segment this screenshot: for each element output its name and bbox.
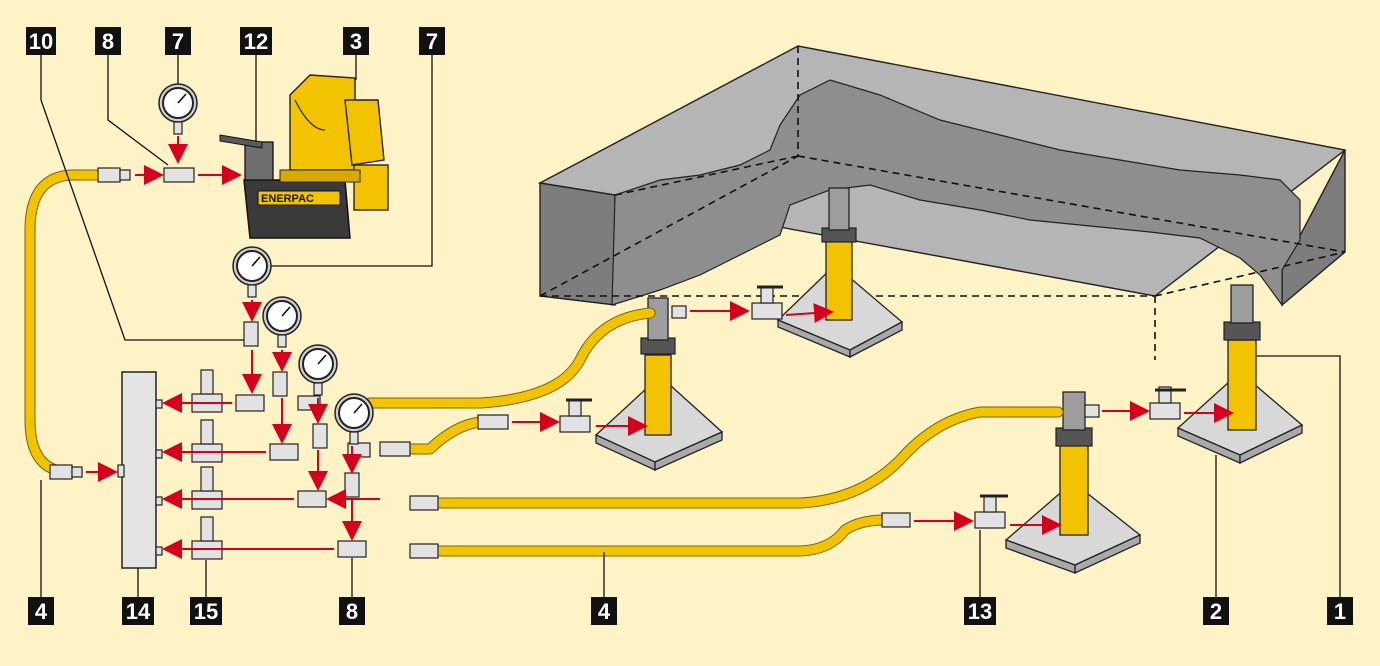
callout-bottom-3: 15 bbox=[190, 597, 222, 625]
callout-label: 4 bbox=[35, 599, 48, 624]
hose-icon bbox=[432, 514, 891, 557]
load-structure bbox=[537, 45, 1347, 360]
callout-top-2: 8 bbox=[95, 27, 121, 55]
callout-label: 13 bbox=[968, 599, 992, 624]
callout-label: 14 bbox=[126, 599, 151, 624]
pressure-gauge-icon bbox=[232, 246, 272, 298]
callout-top-4: 12 bbox=[240, 27, 272, 55]
brand-label: ENERPAC bbox=[261, 193, 314, 205]
cylinder-icon bbox=[1176, 284, 1304, 465]
callout-bottom-8: 1 bbox=[1327, 597, 1353, 625]
hose-icon bbox=[406, 416, 486, 455]
needle-valve-icon bbox=[191, 369, 223, 560]
callout-label: 7 bbox=[172, 29, 184, 54]
pressure-gauge-icon bbox=[158, 83, 198, 135]
pump-icon: ENERPAC bbox=[219, 74, 389, 239]
callout-top-6: 7 bbox=[419, 27, 445, 55]
hose-fitting bbox=[49, 167, 1100, 559]
manifold-icon bbox=[117, 371, 163, 569]
coupler-fitting bbox=[163, 167, 371, 558]
callout-top-5: 3 bbox=[343, 27, 369, 55]
pressure-gauge-icon bbox=[298, 344, 338, 396]
callout-label: 15 bbox=[194, 599, 218, 624]
callout-label: 1 bbox=[1334, 599, 1346, 624]
callout-bottom-5: 4 bbox=[591, 597, 617, 625]
cylinder-icon bbox=[594, 297, 724, 472]
needle-valve-icon bbox=[559, 285, 1186, 529]
leader-lines bbox=[40, 55, 1341, 597]
cylinder-icon bbox=[1004, 391, 1142, 575]
pressure-gauge-icon bbox=[334, 393, 374, 445]
callout-top-1: 10 bbox=[26, 27, 56, 55]
pressure-gauge-icon bbox=[262, 296, 302, 348]
callout-label: 2 bbox=[1210, 599, 1222, 624]
cylinder-icon bbox=[776, 187, 904, 359]
callout-top-3: 7 bbox=[165, 27, 191, 55]
callout-label: 12 bbox=[244, 29, 268, 54]
hose-icon bbox=[24, 169, 106, 478]
flow-arrows bbox=[86, 136, 1234, 559]
callout-bottom-4: 8 bbox=[339, 597, 365, 625]
hose-icon bbox=[364, 307, 656, 409]
callout-bottom-7: 2 bbox=[1203, 597, 1229, 625]
callout-label: 8 bbox=[102, 29, 114, 54]
callout-bottom-1: 4 bbox=[28, 597, 54, 625]
callout-label: 10 bbox=[29, 29, 53, 54]
callout-bottom-6: 13 bbox=[964, 597, 996, 625]
callout-label: 4 bbox=[598, 599, 611, 624]
callout-bottom-2: 14 bbox=[122, 597, 154, 625]
callout-label: 3 bbox=[350, 29, 362, 54]
callout-label: 8 bbox=[346, 599, 358, 624]
hose-icon bbox=[432, 406, 1064, 509]
callout-label: 7 bbox=[426, 29, 438, 54]
